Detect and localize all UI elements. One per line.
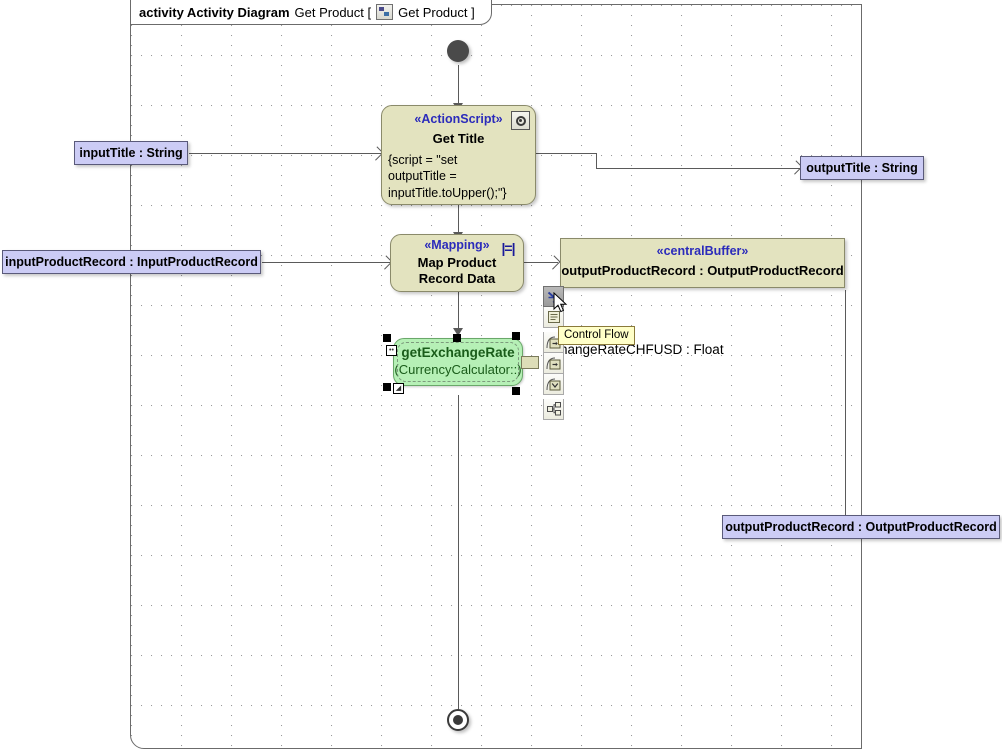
get-title-body-3: inputTitle.toUpper();"} bbox=[388, 185, 507, 200]
activity-final-node[interactable] bbox=[447, 709, 469, 731]
edge-output-title-v[interactable] bbox=[596, 153, 597, 168]
edge-output-title-h1[interactable] bbox=[536, 153, 596, 154]
edge-input-product-record[interactable] bbox=[262, 262, 390, 263]
palette-note-tool[interactable] bbox=[543, 307, 564, 328]
resize-handle-top-right-outer[interactable] bbox=[512, 332, 520, 340]
pin-handle-bottom[interactable]: ◢ bbox=[393, 383, 404, 394]
resize-handle-top-left[interactable] bbox=[383, 334, 391, 342]
arrow-insert-icon bbox=[547, 291, 556, 304]
note-icon bbox=[547, 311, 560, 323]
palette-exception-handler-tool[interactable] bbox=[543, 374, 564, 395]
activity-diagram-icon bbox=[376, 4, 394, 20]
resize-handle-bottom-left[interactable] bbox=[383, 383, 391, 391]
edge-initial-to-get-title[interactable] bbox=[458, 65, 459, 105]
mapping-badge-icon: |=| bbox=[501, 240, 515, 256]
tooltip-control-flow: Control Flow bbox=[558, 326, 635, 345]
edge-output-title-h2[interactable] bbox=[596, 168, 800, 169]
frame-context: Get Product ] bbox=[398, 4, 475, 20]
pin-label-exchange-rate-chfusd: hangeRateCHFUSD : Float bbox=[560, 342, 724, 357]
central-buffer-stereotype: «centralBuffer» bbox=[656, 244, 749, 258]
action-get-title[interactable]: «ActionScript» Get Title {script = "set … bbox=[381, 105, 536, 205]
get-title-body-2: outputTitle = bbox=[388, 169, 457, 184]
structure-icon bbox=[546, 402, 561, 416]
call-behavior-get-exchange-rate[interactable]: getExchangeRate (CurrencyCalculator::) bbox=[393, 338, 523, 386]
map-product-stereotype: «Mapping» bbox=[424, 238, 490, 252]
resize-handle-top-right[interactable] bbox=[453, 334, 461, 342]
parameter-input-title[interactable]: inputTitle : String bbox=[74, 141, 188, 165]
edge-input-title[interactable] bbox=[189, 153, 381, 154]
parameter-output-title[interactable]: outputTitle : String bbox=[800, 156, 924, 180]
edge-map-to-buffer[interactable] bbox=[524, 262, 558, 263]
palette-structure-tool[interactable] bbox=[543, 399, 564, 420]
map-product-name-1: Map Product bbox=[417, 254, 497, 270]
parameter-input-product-record[interactable]: inputProductRecord : InputProductRecord bbox=[2, 250, 261, 274]
pin-handle-left[interactable]: •• bbox=[386, 345, 397, 356]
floating-palette[interactable] bbox=[543, 286, 564, 420]
get-title-stereotype: «ActionScript» bbox=[414, 112, 503, 126]
edge-get-title-to-map[interactable] bbox=[458, 205, 459, 235]
get-title-body-1: {script = "set bbox=[388, 152, 458, 167]
get-exchange-rate-subtitle: (CurrencyCalculator::) bbox=[394, 361, 522, 377]
get-exchange-rate-name: getExchangeRate bbox=[401, 345, 515, 360]
get-title-name: Get Title bbox=[432, 130, 485, 146]
script-badge-icon bbox=[511, 111, 530, 130]
action-map-product-record-data[interactable]: |=| «Mapping» Map Product Record Data bbox=[390, 234, 524, 292]
frame-name: Get Product [ bbox=[294, 4, 372, 20]
central-buffer-node[interactable]: «centralBuffer» outputProductRecord : Ou… bbox=[560, 238, 845, 288]
object-flow-icon bbox=[546, 357, 560, 370]
output-pin-exchange-rate[interactable] bbox=[521, 356, 539, 369]
edge-buffer-to-output[interactable] bbox=[845, 290, 846, 527]
exception-handler-icon bbox=[546, 378, 560, 391]
map-product-name-2: Record Data bbox=[418, 270, 496, 286]
parameter-output-product-record[interactable]: outputProductRecord : OutputProductRecor… bbox=[722, 515, 1000, 539]
palette-object-flow-tool[interactable] bbox=[543, 353, 564, 374]
frame-label-tab[interactable]: activity Activity Diagram Get Product [ … bbox=[130, 0, 492, 25]
central-buffer-name: outputProductRecord : OutputProductRecor… bbox=[561, 262, 844, 278]
initial-node[interactable] bbox=[447, 40, 469, 62]
resize-handle-bottom-right-outer[interactable] bbox=[512, 387, 520, 395]
edge-exchange-to-final[interactable] bbox=[458, 395, 459, 709]
frame-keyword: activity Activity Diagram bbox=[139, 4, 290, 20]
arrow-map-to-exchange bbox=[453, 328, 463, 336]
edge-map-to-exchange[interactable] bbox=[458, 292, 459, 332]
palette-select-tool[interactable] bbox=[543, 286, 564, 307]
